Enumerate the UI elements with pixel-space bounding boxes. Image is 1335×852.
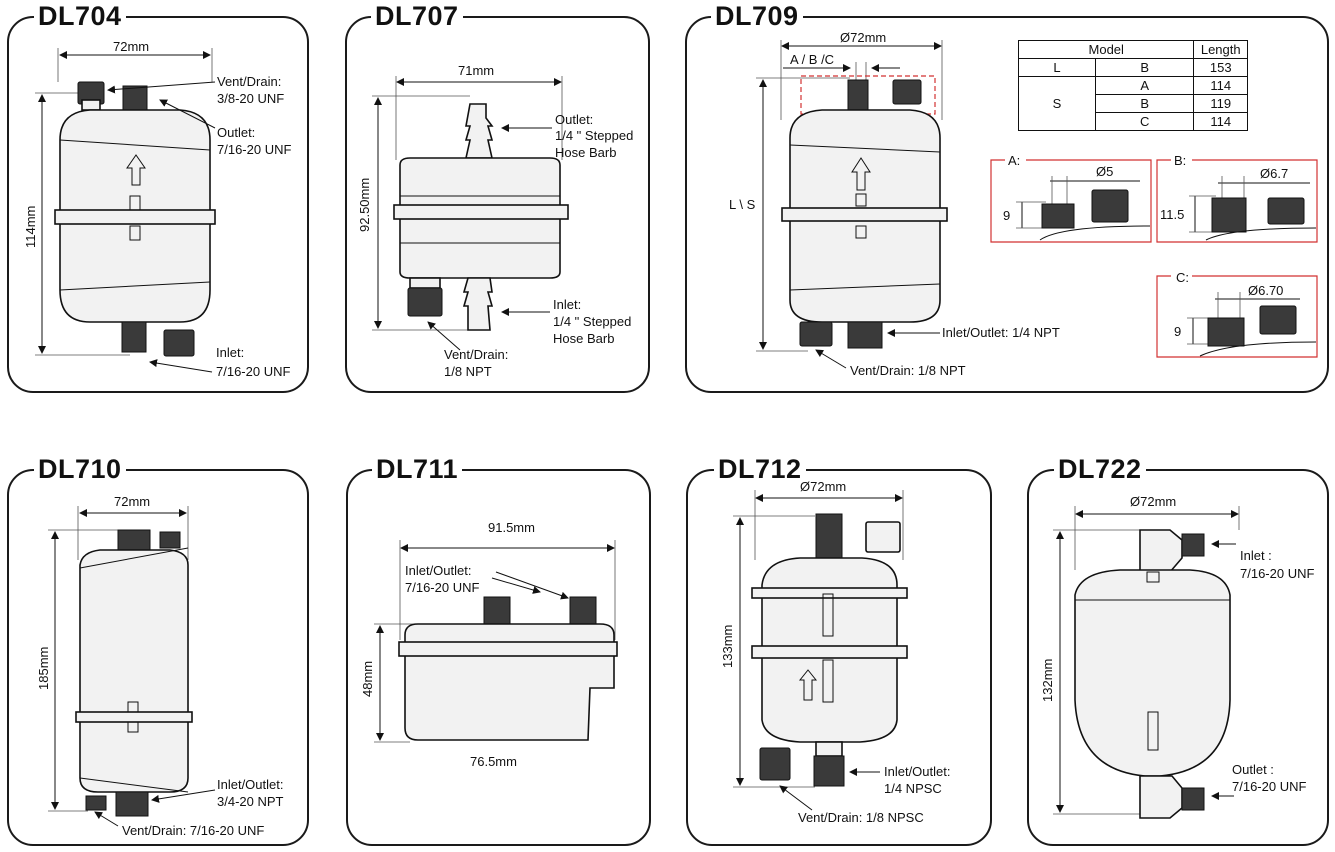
detail-b-label: B: bbox=[1174, 153, 1186, 168]
dl704-outlet-label-1: Outlet: bbox=[217, 125, 255, 140]
dl711-bottom-label: 76.5mm bbox=[470, 754, 517, 769]
dl722-inlet-label-1: Inlet : bbox=[1240, 548, 1272, 563]
dl712-diameter-label: Ø72mm bbox=[800, 479, 846, 494]
dl722-drawing: Ø72mm 132mm Inlet : 7/16-20 UNF Outlet :… bbox=[1040, 494, 1314, 819]
dl711-inlet-outlet-label-1: Inlet/Outlet: bbox=[405, 563, 471, 578]
dl704-vent-label-2: 3/8-20 UNF bbox=[217, 91, 284, 106]
dl707-outlet-label-1: Outlet: bbox=[555, 112, 593, 127]
dl710-inlet-outlet-label-2: 3/4-20 NPT bbox=[217, 794, 284, 809]
detail-c-dia: Ø6.70 bbox=[1248, 283, 1283, 298]
dl709-detail-b: B: Ø6.7 11.5 bbox=[1156, 153, 1318, 243]
panel-dl707 bbox=[345, 16, 650, 393]
detail-a-label: A: bbox=[1008, 153, 1020, 168]
dl722-outlet-label-1: Outlet : bbox=[1232, 762, 1274, 777]
dl722-diameter-label: Ø72mm bbox=[1130, 494, 1176, 509]
dl712-inlet-outlet-label-1: Inlet/Outlet: bbox=[884, 764, 950, 779]
dl704-vent-label-1: Vent/Drain: bbox=[217, 74, 281, 89]
dl707-width-label: 71mm bbox=[458, 63, 494, 78]
dl707-inlet-label-2: 1/4 " Stepped bbox=[553, 314, 631, 329]
table-cell: 114 bbox=[1193, 76, 1248, 95]
detail-a-h: 9 bbox=[1003, 208, 1010, 223]
dl710-height-label: 185mm bbox=[36, 647, 51, 690]
table-cell: A bbox=[1094, 76, 1195, 95]
title-dl711: DL711 bbox=[372, 454, 463, 484]
dl711-drawing: 91.5mm 48mm 76.5mm Inlet/Outlet: 7/16-20… bbox=[360, 520, 618, 769]
dl707-drawing: 71mm 92.50mm Outlet: 1/4 " Stepped Hose … bbox=[357, 63, 633, 379]
dl707-outlet-label-3: Hose Barb bbox=[555, 145, 616, 160]
dl707-vent-label-1: Vent/Drain: bbox=[444, 347, 508, 362]
dl704-drawing: 72mm 114mm Vent/Drain: 3/8-20 UNF Outlet… bbox=[23, 39, 291, 379]
dl722-inlet-label-2: 7/16-20 UNF bbox=[1240, 566, 1314, 581]
dl704-outlet-label-2: 7/16-20 UNF bbox=[217, 142, 291, 157]
table-cell: 114 bbox=[1193, 112, 1248, 131]
dl709-detail-a: A: Ø5 9 bbox=[990, 153, 1152, 243]
dl711-height-label: 48mm bbox=[360, 661, 375, 697]
table-cell: C bbox=[1094, 112, 1195, 131]
dl711-inlet-outlet-label-2: 7/16-20 UNF bbox=[405, 580, 479, 595]
title-dl704: DL704 bbox=[34, 1, 126, 31]
dl704-height-label: 114mm bbox=[23, 206, 38, 248]
dl704-inlet-label-1: Inlet: bbox=[216, 345, 244, 360]
detail-c-h: 9 bbox=[1174, 324, 1181, 339]
dl709-drawing: Ø72mm A / B /C L \ S Inlet/Outlet: 1/4 N… bbox=[729, 30, 1318, 378]
dl722-outlet-label-2: 7/16-20 UNF bbox=[1232, 779, 1306, 794]
dl707-outlet-label-2: 1/4 " Stepped bbox=[555, 128, 633, 143]
detail-b-dia: Ø6.7 bbox=[1260, 166, 1288, 181]
dl709-diameter-label: Ø72mm bbox=[840, 30, 886, 45]
dl710-inlet-outlet-label-1: Inlet/Outlet: bbox=[217, 777, 283, 792]
dl710-width-label: 72mm bbox=[114, 494, 150, 509]
dl722-height-label: 132mm bbox=[1040, 659, 1055, 702]
dl712-vent-label: Vent/Drain: 1/8 NPSC bbox=[798, 810, 924, 825]
dl710-vent-label: Vent/Drain: 7/16-20 UNF bbox=[122, 823, 264, 838]
dl709-length-label: L \ S bbox=[729, 197, 756, 212]
dl707-inlet-label-1: Inlet: bbox=[553, 297, 581, 312]
panel-dl704 bbox=[7, 16, 309, 393]
dl707-inlet-label-3: Hose Barb bbox=[553, 331, 614, 346]
dl709-inlet-outlet-label: Inlet/Outlet: 1/4 NPT bbox=[942, 325, 1060, 340]
dl710-drawing: 72mm 185mm Inlet/Outlet: 3/4-20 NPT Vent… bbox=[36, 494, 284, 838]
title-dl722: DL722 bbox=[1054, 454, 1146, 484]
panel-dl712 bbox=[686, 469, 992, 846]
detail-c-label: C: bbox=[1176, 270, 1189, 285]
title-dl710: DL710 bbox=[34, 454, 126, 484]
detail-a-dia: Ø5 bbox=[1096, 164, 1113, 179]
dl704-inlet-label-2: 7/16-20 UNF bbox=[216, 364, 290, 379]
dl707-height-label: 92.50mm bbox=[357, 178, 372, 232]
title-dl709: DL709 bbox=[711, 1, 803, 31]
title-dl712: DL712 bbox=[714, 454, 806, 484]
panel-dl710 bbox=[7, 469, 309, 846]
dl712-height-label: 133mm bbox=[720, 625, 735, 668]
dl709-abc-label: A / B /C bbox=[790, 52, 834, 67]
table-header-length: Length bbox=[1193, 40, 1248, 59]
dl711-width-label: 91.5mm bbox=[488, 520, 535, 535]
panel-dl722 bbox=[1027, 469, 1329, 846]
panel-dl711 bbox=[346, 469, 651, 846]
model-length-table: Model Length L B 153 S A 114 B 119 C 114 bbox=[1017, 40, 1248, 131]
panel-dl709 bbox=[685, 16, 1329, 393]
dl712-inlet-outlet-label-2: 1/4 NPSC bbox=[884, 781, 942, 796]
dl709-detail-c: C: Ø6.70 9 bbox=[1156, 270, 1318, 358]
dl704-width-label: 72mm bbox=[113, 39, 149, 54]
dl712-drawing: Ø72mm 133mm Inlet/Outlet: 1/4 NPSC Vent/… bbox=[720, 479, 950, 825]
detail-b-h: 11.5 bbox=[1160, 207, 1184, 222]
dl707-vent-label-2: 1/8 NPT bbox=[444, 364, 492, 379]
title-dl707: DL707 bbox=[371, 1, 463, 31]
dl709-vent-label: Vent/Drain: 1/8 NPT bbox=[850, 363, 966, 378]
